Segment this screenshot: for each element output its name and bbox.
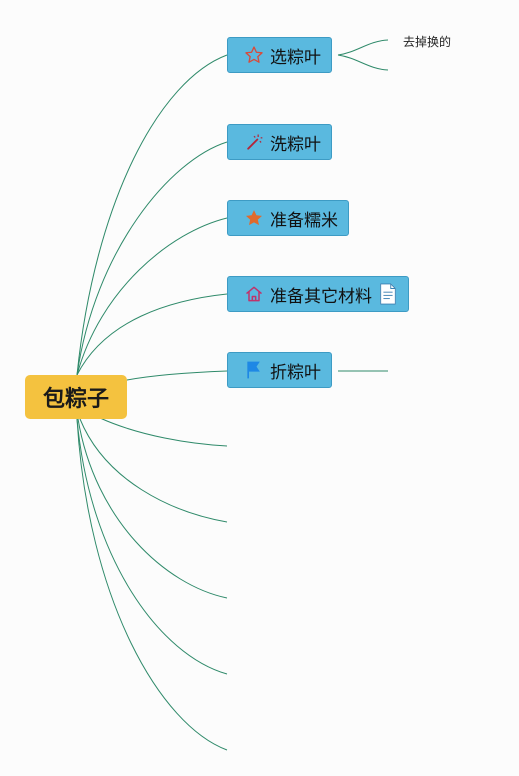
topic-label: 准备其它材料	[270, 286, 372, 307]
connector-branch-4	[76, 293, 228, 376]
connector-branch-2	[76, 141, 228, 376]
topic-wash-leaves[interactable]: 洗粽叶	[227, 124, 332, 160]
topic-prepare-rice[interactable]: 准备糯米	[227, 200, 349, 236]
root-topic-label: 包粽子	[42, 387, 109, 412]
connector-empty-4	[76, 418, 228, 675]
connector-branch-1	[76, 54, 228, 376]
topic-select-leaves[interactable]: 选粽叶	[227, 37, 332, 73]
topic-label: 准备糯米	[270, 210, 338, 231]
subtopic-remove-bad[interactable]: 去掉换的	[403, 35, 452, 49]
flag-icon	[244, 360, 264, 380]
star-outline-icon	[244, 45, 264, 65]
connector-empty-2	[79, 418, 228, 523]
connector-branch-3	[76, 217, 228, 376]
document-icon[interactable]	[378, 283, 398, 305]
root-topic[interactable]: 包粽子	[25, 375, 127, 419]
topic-label: 选粽叶	[270, 47, 321, 68]
star-filled-icon	[244, 208, 264, 228]
topic-label: 洗粽叶	[270, 134, 321, 155]
connector-child-1a	[337, 39, 389, 56]
topic-fold-leaves[interactable]: 折粽叶	[227, 352, 332, 388]
home-icon	[244, 284, 264, 304]
magic-wand-icon	[244, 132, 264, 152]
connector-empty-1	[99, 417, 228, 447]
topic-label: 折粽叶	[270, 362, 321, 383]
connector-child-1b	[337, 54, 389, 71]
connector-empty-5	[76, 418, 228, 751]
connector-empty-3	[77, 418, 228, 599]
topic-prepare-other-materials[interactable]: 准备其它材料	[227, 276, 409, 312]
connector-branch-5	[126, 370, 228, 381]
